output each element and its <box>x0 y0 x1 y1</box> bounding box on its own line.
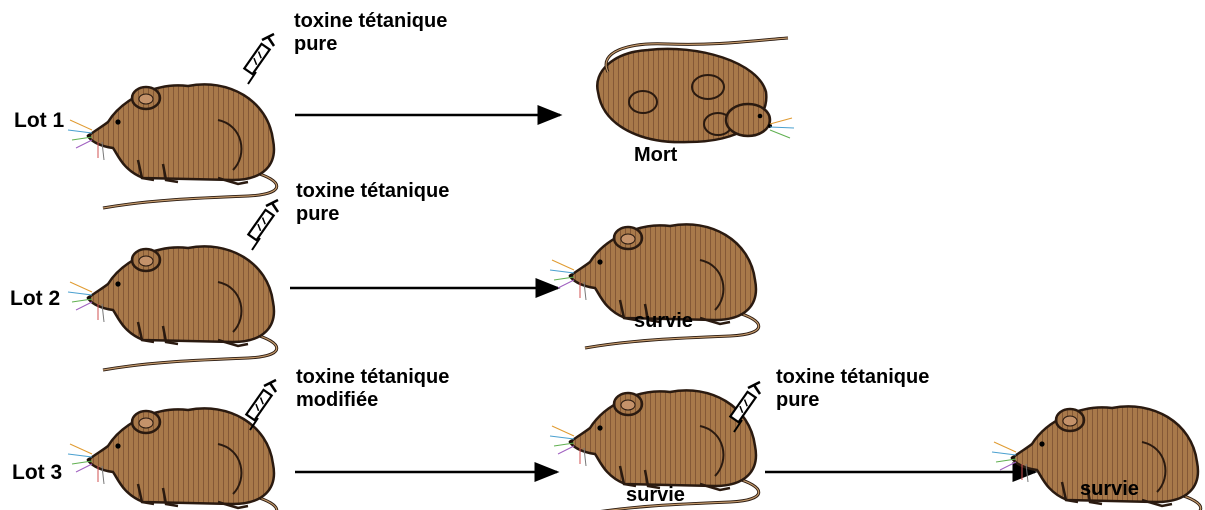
mouse-icon <box>68 246 277 370</box>
mouse-icon <box>68 408 277 510</box>
lot-3-second-injection-label: toxine tétanique pure <box>776 366 929 412</box>
syringe-icon <box>248 200 278 250</box>
lot-2-injection-label: toxine tétanique pure <box>296 180 449 226</box>
lot-1-label: Lot 1 <box>14 110 64 132</box>
lot-3-second-result: survie <box>1080 478 1139 500</box>
lot-1-injection-label: toxine tétanique pure <box>294 10 447 56</box>
dead-mouse-icon <box>597 38 794 142</box>
lot-2-label: Lot 2 <box>10 288 60 310</box>
mouse-icon <box>68 84 277 208</box>
lot-3-injection-label: toxine tétanique modifiée <box>296 366 449 412</box>
lot-3-label: Lot 3 <box>12 462 62 484</box>
lot-3-result: survie <box>626 484 685 506</box>
lot-1-result: Mort <box>634 144 677 166</box>
syringe-icon <box>244 34 274 84</box>
lot-2-result: survie <box>634 310 693 332</box>
